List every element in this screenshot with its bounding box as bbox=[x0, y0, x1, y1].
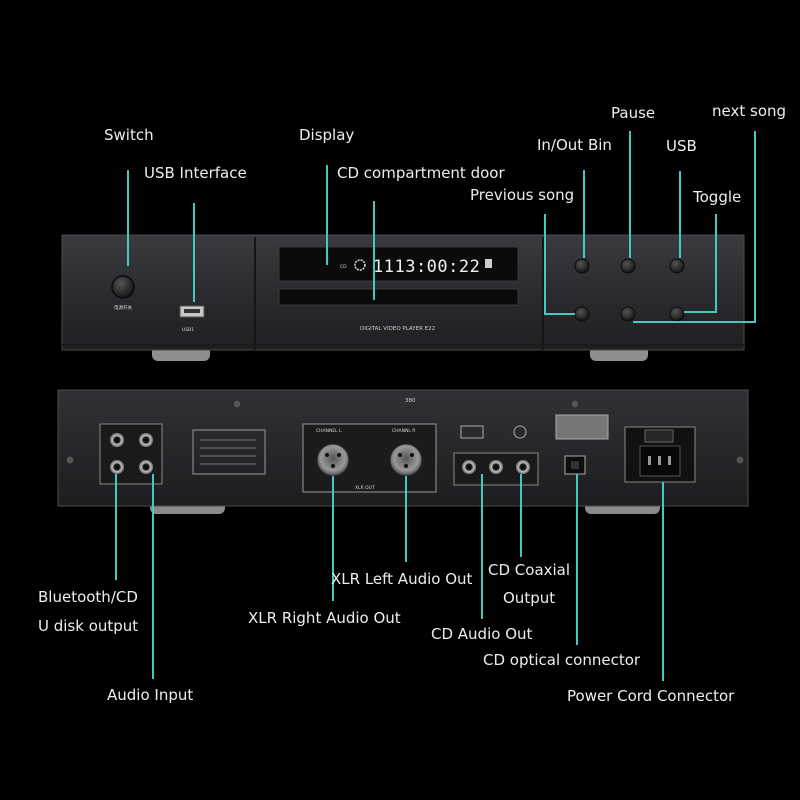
pause-button[interactable] bbox=[620, 258, 636, 274]
label-u-disk-output: U disk output bbox=[38, 617, 138, 635]
label-pause: Pause bbox=[611, 104, 655, 122]
usb-port-label: USB1 bbox=[182, 327, 194, 333]
label-switch: Switch bbox=[104, 126, 154, 144]
svg-text:电源开关: 电源开关 bbox=[114, 304, 132, 311]
label-in-out-bin: In/Out Bin bbox=[537, 136, 612, 154]
label-xlr-right: XLR Right Audio Out bbox=[248, 609, 401, 627]
model-text: DIGITAL VIDEO PLAYER E22 bbox=[360, 326, 435, 332]
callout-lines bbox=[115, 131, 756, 681]
next-song-button[interactable] bbox=[620, 306, 636, 322]
rear-panel: 380 CHANNEL L CHANNL R XLR OUT bbox=[57, 389, 749, 514]
label-cd-door: CD compartment door bbox=[337, 164, 505, 182]
label-cd-coaxial-output: Output bbox=[503, 589, 555, 607]
xlr-out-label: XLR OUT bbox=[355, 485, 375, 491]
xlr-left-connector[interactable] bbox=[316, 443, 350, 477]
svg-text:CD: CD bbox=[340, 264, 347, 270]
rca-jack-top-right[interactable] bbox=[139, 433, 153, 447]
label-usb: USB bbox=[666, 137, 697, 155]
cd-audio-out-right[interactable] bbox=[489, 460, 503, 474]
label-cd-optical: CD optical connector bbox=[483, 651, 641, 669]
power-switch-knob[interactable] bbox=[111, 275, 135, 299]
cd-tray-door[interactable] bbox=[278, 288, 519, 306]
display-window bbox=[278, 246, 519, 282]
warning-sticker bbox=[555, 414, 609, 440]
rca-jack-top-left[interactable] bbox=[110, 433, 124, 447]
front-panel: 电源开关 USB1 CD 1113:00:22 DIGITAL VIDEO PL… bbox=[61, 234, 745, 361]
display-time: 1113:00:22 bbox=[373, 257, 480, 277]
label-display: Display bbox=[299, 126, 354, 144]
label-xlr-left: XLR Left Audio Out bbox=[331, 570, 473, 588]
cd-coaxial-out[interactable] bbox=[516, 460, 530, 474]
rca-block-left bbox=[99, 423, 163, 485]
usb-button[interactable] bbox=[669, 258, 685, 274]
label-previous-song: Previous song bbox=[470, 186, 574, 204]
channel-r-label: CHANNL R bbox=[392, 428, 415, 434]
label-power-cord: Power Cord Connector bbox=[567, 687, 735, 705]
label-toggle: Toggle bbox=[692, 188, 741, 206]
label-cd-audio-out: CD Audio Out bbox=[431, 625, 533, 643]
rear-labels: Bluetooth/CD U disk output Audio Input X… bbox=[38, 561, 735, 705]
toggle-button[interactable] bbox=[669, 306, 685, 322]
xlr-right-connector[interactable] bbox=[389, 443, 423, 477]
previous-song-button[interactable] bbox=[574, 306, 590, 322]
label-bluetooth-cd: Bluetooth/CD bbox=[38, 588, 138, 606]
rear-serial: 380 bbox=[405, 398, 416, 404]
spec-sticker bbox=[192, 429, 266, 475]
front-labels: Switch USB Interface Display CD compartm… bbox=[104, 102, 786, 206]
label-next-song: next song bbox=[712, 102, 786, 120]
channel-l-label: CHANNEL L bbox=[316, 428, 342, 434]
label-audio-input: Audio Input bbox=[107, 686, 193, 704]
rca-jack-bottom-right[interactable] bbox=[139, 460, 153, 474]
label-cd-coaxial: CD Coaxial bbox=[488, 561, 570, 579]
rca-jack-bottom-left[interactable] bbox=[110, 460, 124, 474]
cd-audio-out-left[interactable] bbox=[462, 460, 476, 474]
in-out-bin-button[interactable] bbox=[574, 258, 590, 274]
label-usb-interface: USB Interface bbox=[144, 164, 247, 182]
